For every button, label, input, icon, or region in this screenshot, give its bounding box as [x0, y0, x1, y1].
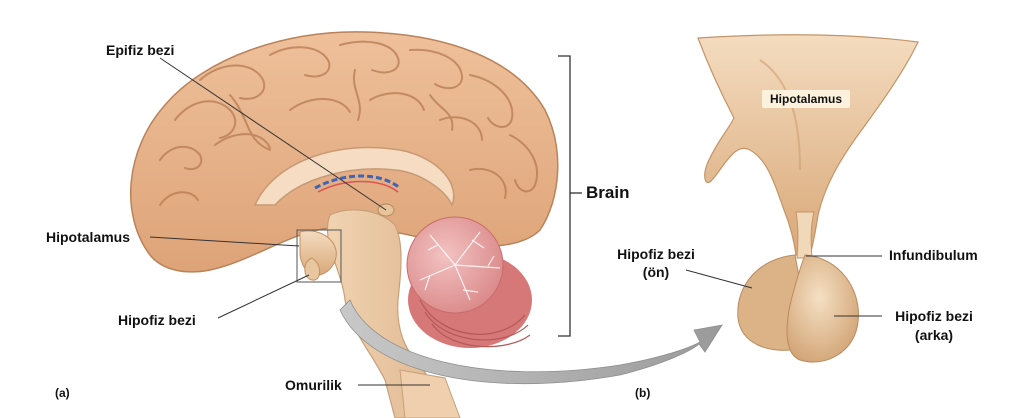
- cerebrum: [129, 31, 559, 273]
- hipotalamus-a-leader: [149, 236, 300, 247]
- label-hipofiz-arka-2: (arka): [914, 327, 954, 343]
- hipofiz-a-leader: [217, 274, 310, 319]
- zoom-arrow: [339, 299, 723, 385]
- label-hipofiz-on-2: (ön): [642, 264, 670, 280]
- label-brain: Brain: [586, 183, 630, 202]
- spinal-cord: [399, 369, 461, 418]
- hypothalamus-a: [296, 229, 342, 283]
- hipofiz-on-leader: [685, 269, 753, 289]
- label-panel-b: (b): [635, 386, 651, 400]
- label-hipotalamus-a: Hipotalamus: [46, 229, 131, 245]
- pituitary-gland: [737, 254, 859, 363]
- label-hipotalamus-b: Hipotalamus: [762, 90, 851, 108]
- label-panel-a: (a): [55, 386, 70, 400]
- label-hipofiz-arka-1: Hipofiz bezi: [895, 308, 973, 324]
- epifiz-leader: [159, 57, 387, 211]
- brain-bracket: [558, 55, 571, 337]
- label-infundibulum: Infundibulum: [889, 247, 978, 263]
- hypothalamus-zoom-box: [296, 229, 342, 283]
- label-epifiz: Epifiz bezi: [106, 42, 175, 58]
- label-hipofiz-on-1: Hipofiz bezi: [617, 246, 695, 262]
- label-hipofiz-a: Hipofiz bezi: [118, 312, 196, 328]
- cerebellum: [406, 216, 532, 348]
- label-omurilik: Omurilik: [285, 377, 342, 393]
- infundibulum-stalk: [795, 211, 815, 259]
